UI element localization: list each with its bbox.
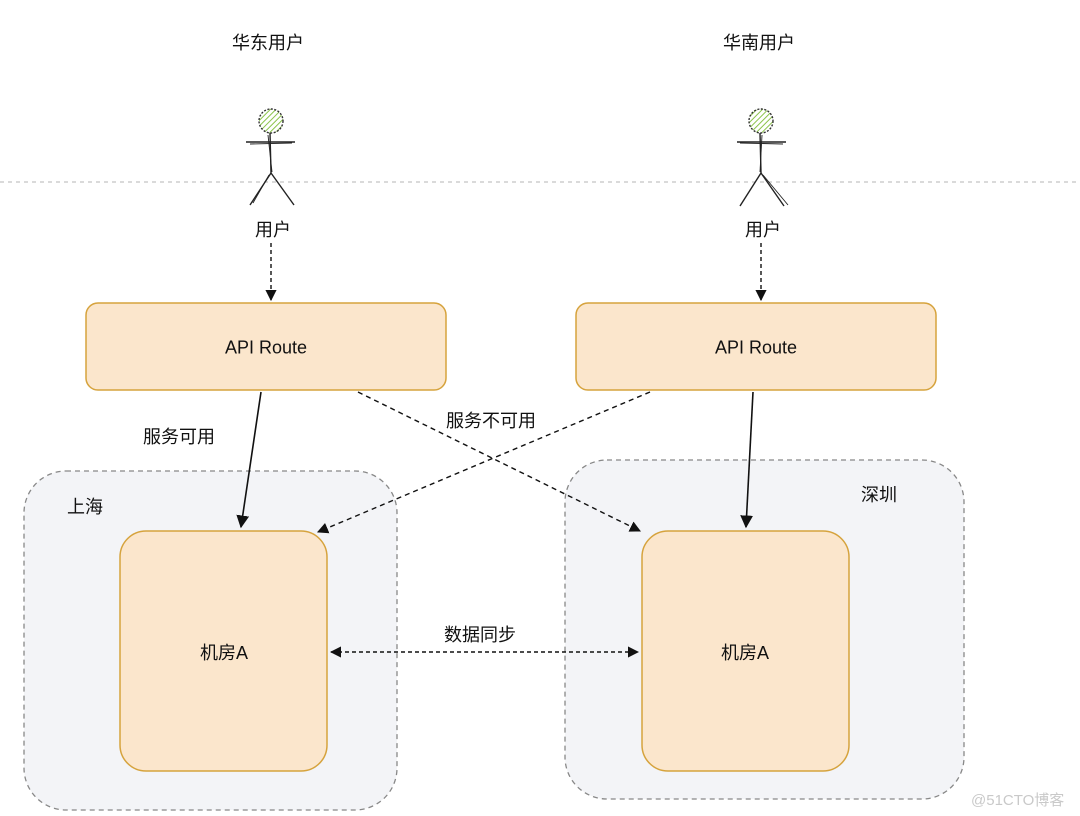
region-shenzhen-label: 深圳: [861, 485, 897, 505]
api-route-left-node: [85, 302, 447, 391]
edge-route-left-to-room-right: [357, 391, 642, 532]
edge-route-right-to-room-left: [316, 391, 651, 534]
api-route-right-label: API Route: [714, 337, 798, 358]
edge-label-sync: 数据同步: [444, 625, 516, 645]
edge-route-left-to-room-left: [236, 391, 262, 529]
room-right-node: [641, 530, 850, 772]
user-actor-east-icon: [246, 108, 295, 206]
edge-route-right-to-room-right: [740, 391, 754, 529]
edge-label-available: 服务可用: [143, 427, 215, 447]
room-right-label: 机房A: [720, 643, 770, 663]
watermark: @51CTO博客: [971, 792, 1065, 809]
user-actor-south-icon: [737, 108, 789, 207]
api-route-right-node: [575, 302, 937, 391]
edge-label-unavailable: 服务不可用: [446, 411, 536, 431]
api-route-left-label: API Route: [224, 337, 308, 358]
room-left-label: 机房A: [199, 643, 249, 663]
region-shanghai-label: 上海: [67, 497, 103, 517]
room-left-node: [119, 530, 328, 772]
south-users-title: 华南用户: [723, 33, 795, 53]
south-actor-label: 用户: [743, 216, 783, 242]
east-actor-label: 用户: [253, 216, 293, 242]
east-users-title: 华东用户: [232, 33, 304, 53]
